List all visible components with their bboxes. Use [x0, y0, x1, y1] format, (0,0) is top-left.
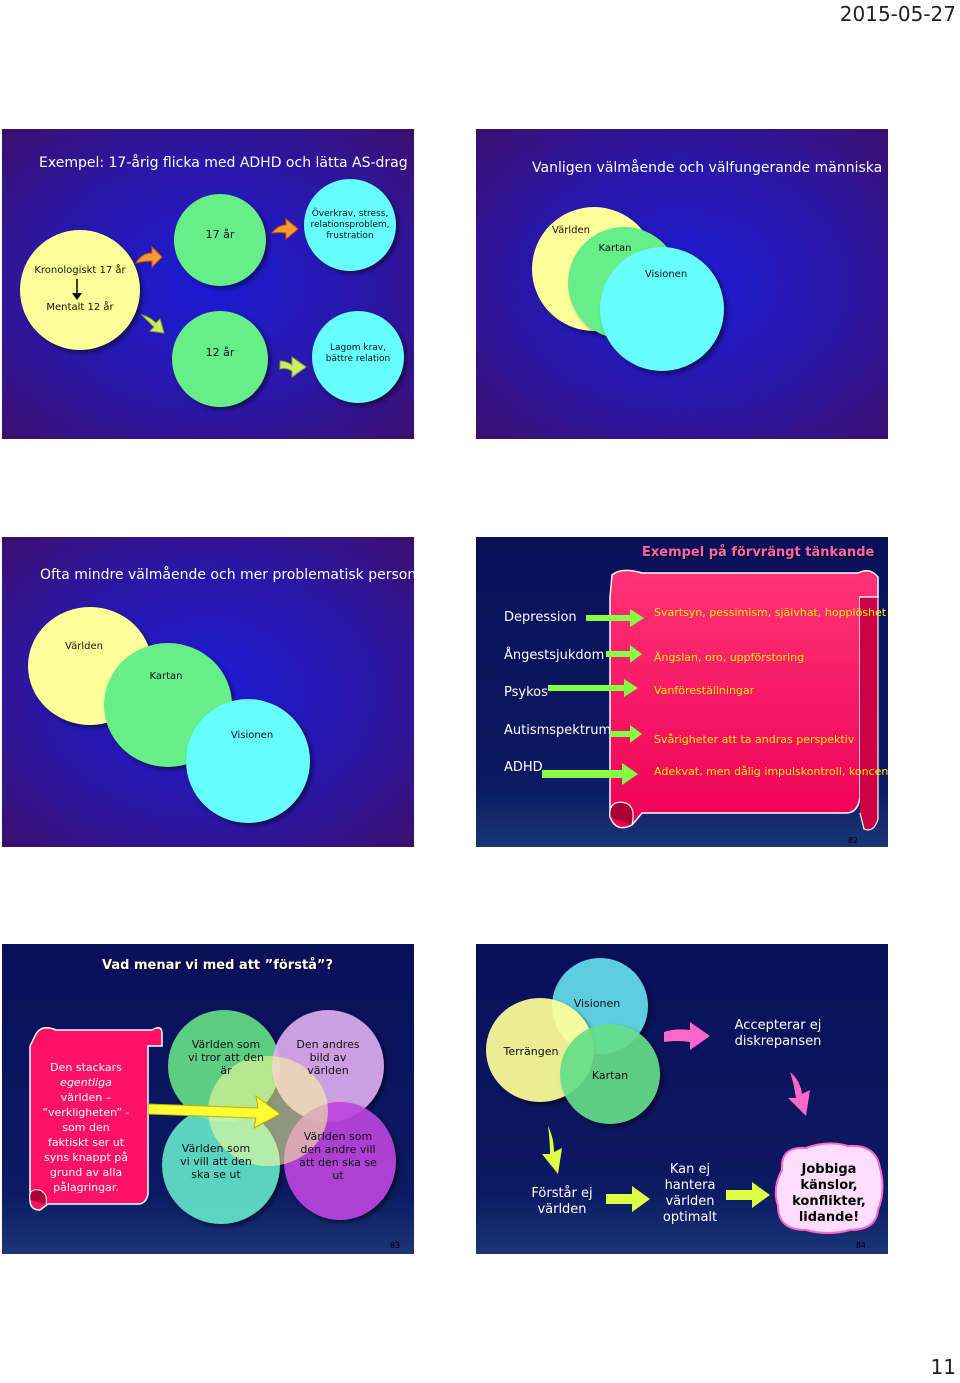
slide-2: Vanligen välmående och välfungerande män…: [476, 129, 888, 439]
map-label: Kartan: [598, 243, 632, 254]
yellow-green-arrow-icon: [140, 314, 165, 334]
slide-4-title: Exempel på förvrängt tänkande: [642, 545, 875, 560]
vision-label: Visionen: [573, 997, 621, 1010]
green-arrow-icon: [610, 725, 642, 743]
yellow-green-arrow-icon: [279, 356, 307, 378]
accept-label: Accepterar ej diskrepansen: [734, 1018, 822, 1049]
moderate-circle: [312, 311, 404, 403]
age12-circle: [172, 311, 268, 407]
terrain-label: Terrängen: [503, 1045, 559, 1058]
overdemand-label: Överkrav, stress, relationsproblem, frus…: [310, 209, 390, 241]
other-want-label: Världen som den andre vill att den ska s…: [299, 1130, 377, 1182]
slide-3: Ofta mindre välmående och mer problemati…: [2, 537, 414, 847]
vision-label: Visionen: [644, 269, 688, 280]
world-label: Världen: [65, 641, 103, 652]
slide-6: Visionen Terrängen Kartan Accepterar ej …: [476, 944, 888, 1254]
pink-scroll-shape: [29, 1027, 163, 1211]
yellow-green-arrow-icon: [606, 1186, 650, 1212]
green-arrow-icon: [542, 763, 638, 785]
slide-number: 83: [389, 1241, 400, 1250]
chronology-circle: [20, 230, 140, 350]
scroll-text: Den stackars egentliga världen – ”verkli…: [42, 1061, 130, 1194]
age17-label: 17 år: [205, 228, 235, 241]
slide-number: 82: [847, 836, 858, 845]
moderate-label: Lagom krav, bättre relation: [325, 343, 391, 364]
slide-1-title: Exempel: 17-årig flicka med ADHD och lät…: [39, 155, 408, 171]
believe-label: Världen som vi tror att den är: [188, 1038, 264, 1077]
map-label: Kartan: [591, 1069, 629, 1082]
tough-label: Jobbiga känslor, konflikter, lidande!: [792, 1162, 866, 1225]
yellow-arrow-icon: [148, 1094, 281, 1129]
pink-arrow-icon: [664, 1022, 710, 1050]
overdemand-circle: [304, 179, 396, 271]
chronological-label: Kronologiskt 17 år: [34, 265, 126, 276]
map-circle: [560, 1024, 660, 1124]
pink-arrow-icon: [788, 1072, 810, 1116]
right-item-anxiety: Ängslan, oro, uppförstoring: [654, 651, 805, 664]
slide-1: Exempel: 17-årig flicka med ADHD och lät…: [2, 129, 414, 439]
pink-scroll-shape: [609, 569, 879, 831]
slide-number: 84: [855, 1241, 866, 1250]
right-item-psychosis: Vanföreställningar: [654, 684, 755, 697]
burst-shape: [774, 1142, 884, 1234]
age17-circle: [174, 194, 266, 286]
orange-arrow-icon: [134, 245, 163, 269]
yellow-green-arrow-icon: [542, 1126, 562, 1174]
green-arrow-icon: [606, 645, 642, 663]
left-item-autism: Autismspektrum: [504, 723, 612, 738]
left-item-psychosis: Psykos: [504, 685, 548, 700]
handle-label: Kan ej hantera världen optimalt: [662, 1162, 718, 1225]
slide-5: Vad menar vi med att ”förstå”? Den stack…: [2, 944, 414, 1254]
slide-3-title: Ofta mindre välmående och mer problemati…: [40, 567, 414, 583]
map-label: Kartan: [149, 671, 183, 682]
page-number: 11: [930, 1355, 956, 1379]
mental-label: Mentalt 12 år: [46, 302, 114, 313]
header-date: 2015-05-27: [839, 2, 956, 26]
want-label: Världen som vi vill att den ska se ut: [180, 1142, 252, 1181]
green-arrow-icon: [548, 679, 638, 697]
world-label: Världen: [552, 225, 590, 236]
age12-label: 12 år: [205, 346, 235, 359]
vision-circle: [600, 247, 724, 371]
slide-5-title: Vad menar vi med att ”förstå”?: [102, 958, 334, 973]
right-item-autism: Svårigheter att ta andras perspektiv: [654, 733, 855, 746]
understand-label: Förstår ej världen: [531, 1186, 593, 1217]
right-item-depression: Svartsyn, pessimism, självhat, hopplöshe…: [654, 606, 887, 619]
orange-arrow-icon: [270, 217, 299, 241]
slide-4: Exempel på förvrängt tänkande Depression…: [476, 537, 888, 847]
yellow-green-arrow-icon: [726, 1182, 770, 1208]
left-item-adhd: ADHD: [504, 760, 543, 775]
down-arrow-icon: [72, 279, 82, 300]
left-item-anxiety: Ångestsjukdom: [504, 648, 605, 663]
vision-label: Visionen: [230, 730, 274, 741]
slide-2-title: Vanligen välmående och välfungerande män…: [532, 160, 883, 176]
right-item-adhd: Adekvat, men dålig impulskontroll, konce…: [654, 765, 888, 778]
other-view-label: Den andres bild av världen: [296, 1038, 360, 1077]
green-arrow-icon: [586, 609, 644, 627]
vision-circle: [186, 699, 310, 823]
left-item-depression: Depression: [504, 610, 577, 625]
